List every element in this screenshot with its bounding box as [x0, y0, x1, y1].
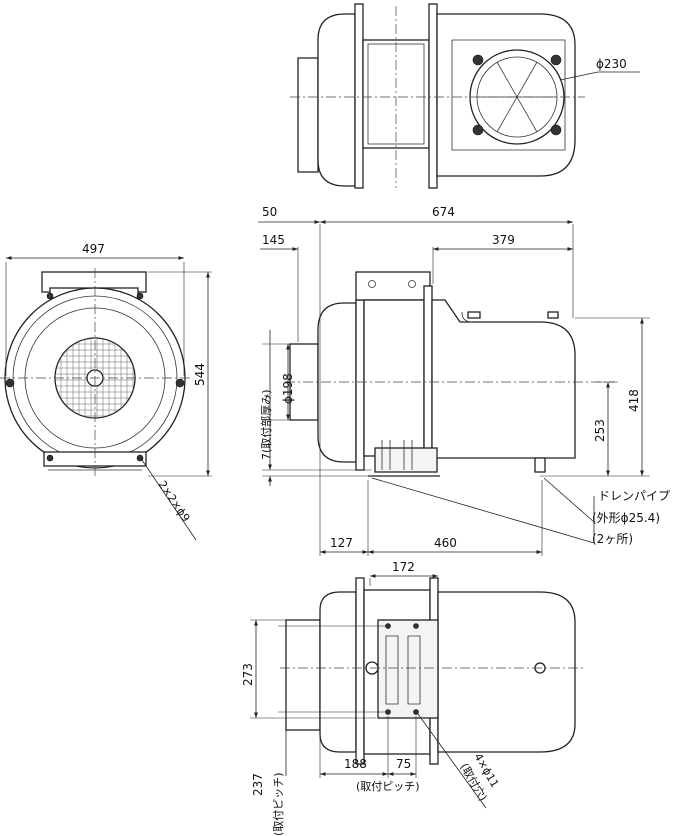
dim-75: 75 [396, 757, 411, 771]
dim-497: 497 [82, 242, 105, 256]
dim-273: 273 [241, 663, 255, 686]
pitch-note: (取付ピッチ) [356, 780, 420, 793]
bottom-view: 172 273 237 (取付ピッチ) 188 75 (取付ピッチ) 4×ϕ11… [241, 560, 585, 836]
drain-pipe-label: ドレンパイプ [598, 489, 670, 503]
bolt-icon [413, 623, 419, 629]
bolt-icon [46, 454, 54, 462]
bolt-icon [385, 623, 391, 629]
dim-127: 127 [330, 536, 353, 550]
dim-237: 237 [251, 773, 265, 796]
bolt-icon [385, 709, 391, 715]
side-view: 674 50 145 379 ϕ198 7(取付部厚み) 418 253 127… [258, 205, 670, 556]
drain-pipe-diameter: (外形ϕ25.4) [592, 511, 660, 525]
dim-172: 172 [392, 560, 415, 574]
bolt-icon [550, 54, 562, 66]
bolt-icon [136, 292, 144, 300]
dim-188: 188 [344, 757, 367, 771]
dim-mount-thickness: 7(取付部厚み) [259, 389, 273, 460]
front-holes-label: 2×2×ϕ9 [156, 478, 193, 524]
dim-460: 460 [434, 536, 457, 550]
bolt-icon [175, 378, 185, 388]
front-view: 497 544 2×2×ϕ9 [0, 242, 212, 541]
bolt-icon [5, 378, 15, 388]
dim-237-note: (取付ピッチ) [272, 772, 285, 836]
bolt-icon [413, 709, 419, 715]
dim-145: 145 [262, 233, 285, 247]
top-view: ϕ230 [290, 3, 640, 189]
bolt-icon [472, 54, 484, 66]
drain-pipe-count: (2ヶ所) [592, 532, 633, 546]
dim-253: 253 [593, 419, 607, 442]
bolt-icon [136, 454, 144, 462]
bolt-icon [472, 124, 484, 136]
bolt-icon [46, 292, 54, 300]
dim-phi198: ϕ198 [281, 373, 295, 404]
dim-50: 50 [262, 205, 277, 219]
dim-544: 544 [193, 363, 207, 386]
bolt-icon [550, 124, 562, 136]
dim-418: 418 [627, 389, 641, 412]
dim-379: 379 [492, 233, 515, 247]
phi230-label: ϕ230 [596, 57, 627, 71]
dim-674: 674 [432, 205, 455, 219]
